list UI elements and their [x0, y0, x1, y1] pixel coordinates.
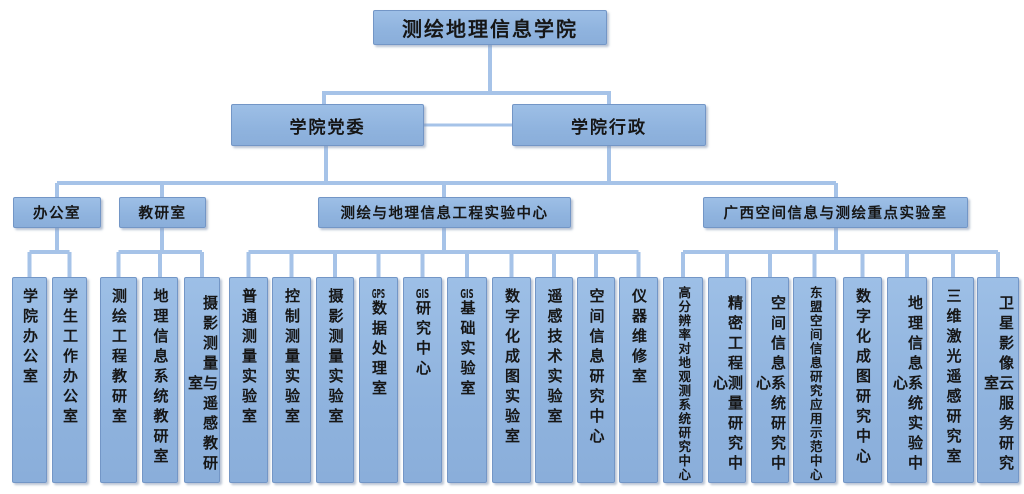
leaf-label: 普通测量实验室 — [240, 288, 258, 428]
leaf-label: 地理信息系统教研室 — [151, 288, 170, 468]
leaf-label: 卫星影像云服务研究室 — [982, 295, 1015, 475]
node-office-label: 办公室 — [33, 206, 81, 222]
leaf-label: 学院办公室 — [21, 288, 39, 388]
leaf-label: 摄影测量与遥感教研室 — [186, 295, 219, 475]
leaf-label: 数字化成图实验室 — [503, 288, 521, 448]
leaf-node-instrument-repair-room: 仪器维修室 — [619, 277, 658, 483]
leaf-node-spatial-info-research-center: 空间信息研究中心 — [577, 277, 615, 483]
leaf-label: 学生工作办公室 — [61, 288, 79, 428]
node-experiment-center: 测绘与地理信息工程实验中心 — [318, 197, 571, 228]
leaf-latin-prefix: GIS — [415, 288, 430, 300]
leaf-label: 摄影测量实验室 — [326, 288, 345, 428]
leaf-node-college-office: 学院办公室 — [12, 277, 47, 483]
leaf-node-precision-engineering-survey-center: 精密工程测量研究中心 — [708, 277, 746, 483]
leaf-label: 控制测量实验室 — [283, 288, 301, 428]
tree-connectors — [27, 45, 1000, 277]
leaf-node-spatial-info-system-research-center: 空间信息系统研究中心 — [751, 277, 789, 483]
node-teaching-research-office: 教研室 — [119, 197, 206, 228]
leaf-node-photogrammetry-lab: 摄影测量实验室 — [316, 277, 354, 483]
leaf-label: 高分辨率对地观测系统研究中心 — [676, 286, 692, 482]
leaf-node-control-survey-lab: 控制测量实验室 — [272, 277, 311, 483]
leaf-node-asean-spatial-info-demo-center: 东盟空间信息研究应用示范中心 — [793, 277, 836, 483]
node-key-laboratory-label: 广西空间信息与测绘重点实验室 — [723, 206, 948, 222]
node-administration: 学院行政 — [512, 104, 706, 146]
leaf-label: 基础实验室 — [458, 300, 477, 400]
node-college-root: 测绘地理信息学院 — [373, 10, 607, 45]
leaf-label: 三维激光遥感研究室 — [944, 288, 963, 468]
leaf-node-digital-mapping-lab: 数字化成图实验室 — [492, 277, 531, 483]
node-college-root-label: 测绘地理信息学院 — [402, 17, 578, 41]
leaf-label: 遥感技术实验室 — [545, 288, 564, 428]
leaf-label: 研究中心 — [414, 300, 432, 380]
leaf-label: 精密工程测量研究中心 — [711, 295, 744, 475]
leaf-node-photogrammetry-rs-tro: 摄影测量与遥感教研室 — [184, 277, 220, 483]
leaf-label: 空间信息研究中心 — [587, 288, 606, 448]
leaf-node-remote-sensing-tech-lab: 遥感技术实验室 — [535, 277, 573, 483]
leaf-node-surveying-engineering-tro: 测绘工程教研室 — [100, 277, 137, 483]
leaf-node-gis-tro: 地理信息系统教研室 — [142, 277, 178, 483]
node-key-laboratory: 广西空间信息与测绘重点实验室 — [703, 197, 968, 228]
leaf-label: 仪器维修室 — [630, 288, 648, 388]
leaf-latin-prefix: GIS — [460, 288, 474, 300]
leaf-label: 空间信息系统研究中心 — [754, 295, 787, 475]
leaf-node-3d-laser-remote-sensing-room: 三维激光遥感研究室 — [932, 277, 974, 483]
node-administration-label: 学院行政 — [571, 117, 647, 138]
leaf-node-student-affairs-office: 学生工作办公室 — [52, 277, 87, 483]
leaf-label: 测绘工程教研室 — [110, 288, 128, 428]
leaf-label: 东盟空间信息研究应用示范中心 — [807, 286, 823, 482]
node-office: 办公室 — [13, 197, 101, 228]
leaf-label: 数字化成图研究中心 — [854, 288, 872, 468]
leaf-node-gis-experiment-center: 地理信息系统实验中心 — [887, 277, 927, 483]
leaf-node-general-survey-lab: 普通测量实验室 — [229, 277, 268, 483]
leaf-node-satellite-image-cloud-service-room: 卫星影像云服务研究室 — [977, 277, 1019, 483]
leaf-latin-prefix: GPS — [371, 288, 386, 300]
node-teaching-research-office-label: 教研室 — [138, 206, 187, 222]
node-experiment-center-label: 测绘与地理信息工程实验中心 — [340, 206, 549, 222]
node-party-committee: 学院党委 — [231, 104, 424, 146]
leaf-label: 数据处理室 — [370, 300, 388, 400]
leaf-node-high-res-earth-observation-center: 高分辨率对地观测系统研究中心 — [663, 277, 703, 483]
node-party-committee-label: 学院党委 — [289, 117, 366, 138]
leaf-node-digital-mapping-research-center: 数字化成图研究中心 — [843, 277, 882, 483]
leaf-label: 地理信息系统实验中心 — [891, 295, 924, 475]
